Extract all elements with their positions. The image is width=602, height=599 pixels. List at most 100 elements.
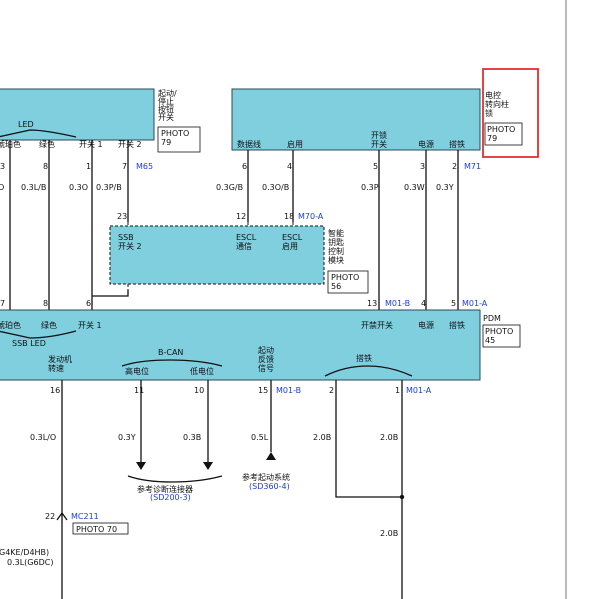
pdm-bwire-11: 0.3Y <box>118 433 136 442</box>
lt-wire-4: 0.3P/B <box>96 183 122 192</box>
lt-pin-num-1: 1 <box>86 162 91 171</box>
start-stop-switch-box <box>0 88 155 141</box>
pdm-connector-bottom-b: M01-B <box>276 386 301 395</box>
rt-wire-3: 0.3P <box>361 183 379 192</box>
arrow-bcan-high <box>136 462 146 470</box>
pdm-connector-top-b: M01-B <box>385 299 410 308</box>
bottom-left-line2: 0.3L(G6DC) <box>7 558 53 567</box>
escl-highlight <box>482 68 539 158</box>
arrow-start-system <box>266 452 276 460</box>
rt-pin-label-2: 启用 <box>287 139 303 149</box>
led-label: LED <box>18 120 34 129</box>
pdm-low-label: 低电位 <box>190 366 214 376</box>
lt-pin-num-3: 3 <box>0 162 5 171</box>
pdm-bpin-10: 10 <box>194 386 204 395</box>
ref-start-label: 参考起动系统 <box>242 472 290 482</box>
sk-pin-num-23: 23 <box>117 212 127 221</box>
pdm-engine-label: 发动机转速 <box>48 354 72 373</box>
sk-pin-num-12: 12 <box>236 212 246 221</box>
rt-pin-num-5: 5 <box>373 162 378 171</box>
pdm-top-label-3: 开关 1 <box>78 320 102 330</box>
pdm-bpin-16: 16 <box>50 386 60 395</box>
pdm-bwire-1: 2.0B <box>380 433 398 442</box>
smart-key-photo-box <box>327 270 369 294</box>
pdm-bpin-1: 1 <box>395 386 400 395</box>
bottom-left-line1: G4KE/D4HB) <box>0 548 49 557</box>
pdm-pin-num-8: 8 <box>43 299 48 308</box>
ground-wire-lower: 2.0B <box>380 529 398 538</box>
ground-bracket <box>324 365 413 377</box>
pdm-pin-num-6: 6 <box>86 299 91 308</box>
rt-wire-2: 0.3O/B <box>262 183 289 192</box>
sk-connector-code: M70-A <box>298 212 324 221</box>
pdm-pin-num-13: 13 <box>367 299 377 308</box>
lt-wire-3: 0.3O <box>69 183 88 192</box>
ssb-led-label: SSB LED <box>12 339 46 348</box>
rt-wire-5: 0.3Y <box>436 183 454 192</box>
rt-pin-num-3: 3 <box>420 162 425 171</box>
pdm-title: PDM <box>483 314 501 323</box>
lt-pin-label-2: 绿色 <box>39 139 55 149</box>
lt-wire-2: 0.3L/B <box>21 183 46 192</box>
ssb-led-bracket <box>0 330 77 339</box>
lt-connector-code: M65 <box>136 162 153 171</box>
mc211-photo: PHOTO 70 <box>76 525 117 534</box>
escl-photo-box <box>484 122 523 146</box>
pdm-bpin-15: 15 <box>258 386 268 395</box>
pdm-box <box>0 309 481 381</box>
escl-title: 电控转向柱锁 <box>485 90 509 118</box>
mc211-code: MC211 <box>71 512 99 521</box>
pdm-top-label-2: 绿色 <box>41 320 57 330</box>
rt-pin-label-3: 开锁开关 <box>371 130 387 149</box>
lt-pin-label-3: 开关 1 <box>79 139 103 149</box>
pdm-bcan-label: B-CAN <box>158 348 183 357</box>
rt-pin-num-6: 6 <box>242 162 247 171</box>
lt-wire-1: O <box>0 183 4 192</box>
rt-pin-num-2: 2 <box>452 162 457 171</box>
start-stop-switch-photo-box <box>157 126 201 153</box>
pdm-start-label: 起动反馈信号 <box>258 345 274 373</box>
escl-box <box>231 88 481 151</box>
pdm-photo-box <box>482 324 521 348</box>
pdm-top-label-6: 搭铁 <box>449 320 465 330</box>
pdm-top-label-4: 开禁开关 <box>361 320 393 330</box>
start-stop-switch-title: 起动/停止按钮开关 <box>158 88 177 122</box>
lt-pin-label-4: 开关 2 <box>118 139 142 149</box>
pdm-bpin-2: 2 <box>329 386 334 395</box>
pdm-pin-num-4: 4 <box>421 299 426 308</box>
rt-wire-4: 0.3W <box>404 183 425 192</box>
pdm-pin-num-5: 5 <box>451 299 456 308</box>
pdm-connector-top-a: M01-A <box>462 299 488 308</box>
rt-pin-label-5: 搭铁 <box>449 139 465 149</box>
ref-diag-code: (SD200-3) <box>150 493 191 502</box>
wire-sw2-to-pdm <box>92 290 129 297</box>
pdm-ground-label: 搭铁 <box>356 353 372 363</box>
pdm-bpin-11: 11 <box>134 386 144 395</box>
rt-pin-num-4: 4 <box>287 162 292 171</box>
ref-diag-label: 参考诊断连接器 <box>137 484 193 494</box>
pdm-bwire-16: 0.3L/O <box>30 433 56 442</box>
pdm-high-label: 高电位 <box>125 366 149 376</box>
ref-start-code: (SD360-4) <box>249 482 290 491</box>
pdm-top-label-1: 琥珀色 <box>0 320 21 330</box>
lt-pin-num-7: 7 <box>122 162 127 171</box>
rt-pin-label-4: 电源 <box>418 139 434 149</box>
sk-pin-num-18: 18 <box>284 212 294 221</box>
rt-wire-1: 0.3G/B <box>216 183 243 192</box>
led-bracket <box>0 129 77 138</box>
wire-ground-2 <box>335 380 402 498</box>
pdm-bwire-2: 2.0B <box>313 433 331 442</box>
pdm-top-label-5: 电源 <box>418 320 434 330</box>
mc211-photo-box <box>72 522 129 535</box>
diag-bracket <box>127 475 223 483</box>
bcan-bracket <box>121 359 223 367</box>
mc211-num: 22 <box>45 512 55 521</box>
